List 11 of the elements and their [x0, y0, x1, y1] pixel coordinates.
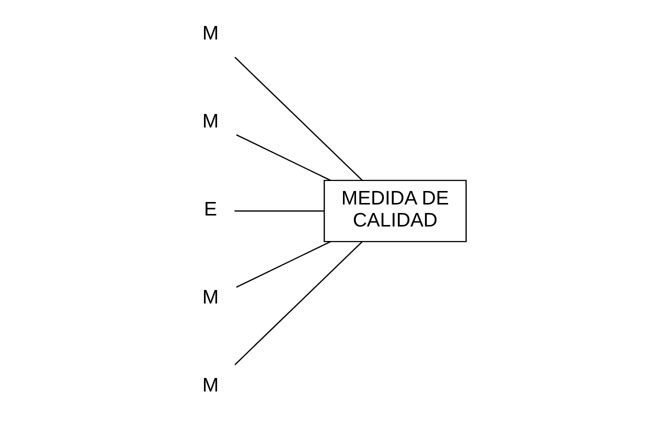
node-box: MEDIDA DE CALIDAD	[324, 180, 467, 242]
connector	[234, 210, 324, 212]
connector	[236, 134, 331, 181]
node-text: E	[204, 198, 218, 221]
node-text: M	[202, 374, 219, 397]
node-text: M	[202, 22, 219, 45]
node-text: M	[202, 110, 219, 133]
connector	[236, 241, 331, 288]
connector	[234, 56, 363, 181]
node-text: M	[202, 286, 219, 309]
connector	[234, 241, 363, 366]
